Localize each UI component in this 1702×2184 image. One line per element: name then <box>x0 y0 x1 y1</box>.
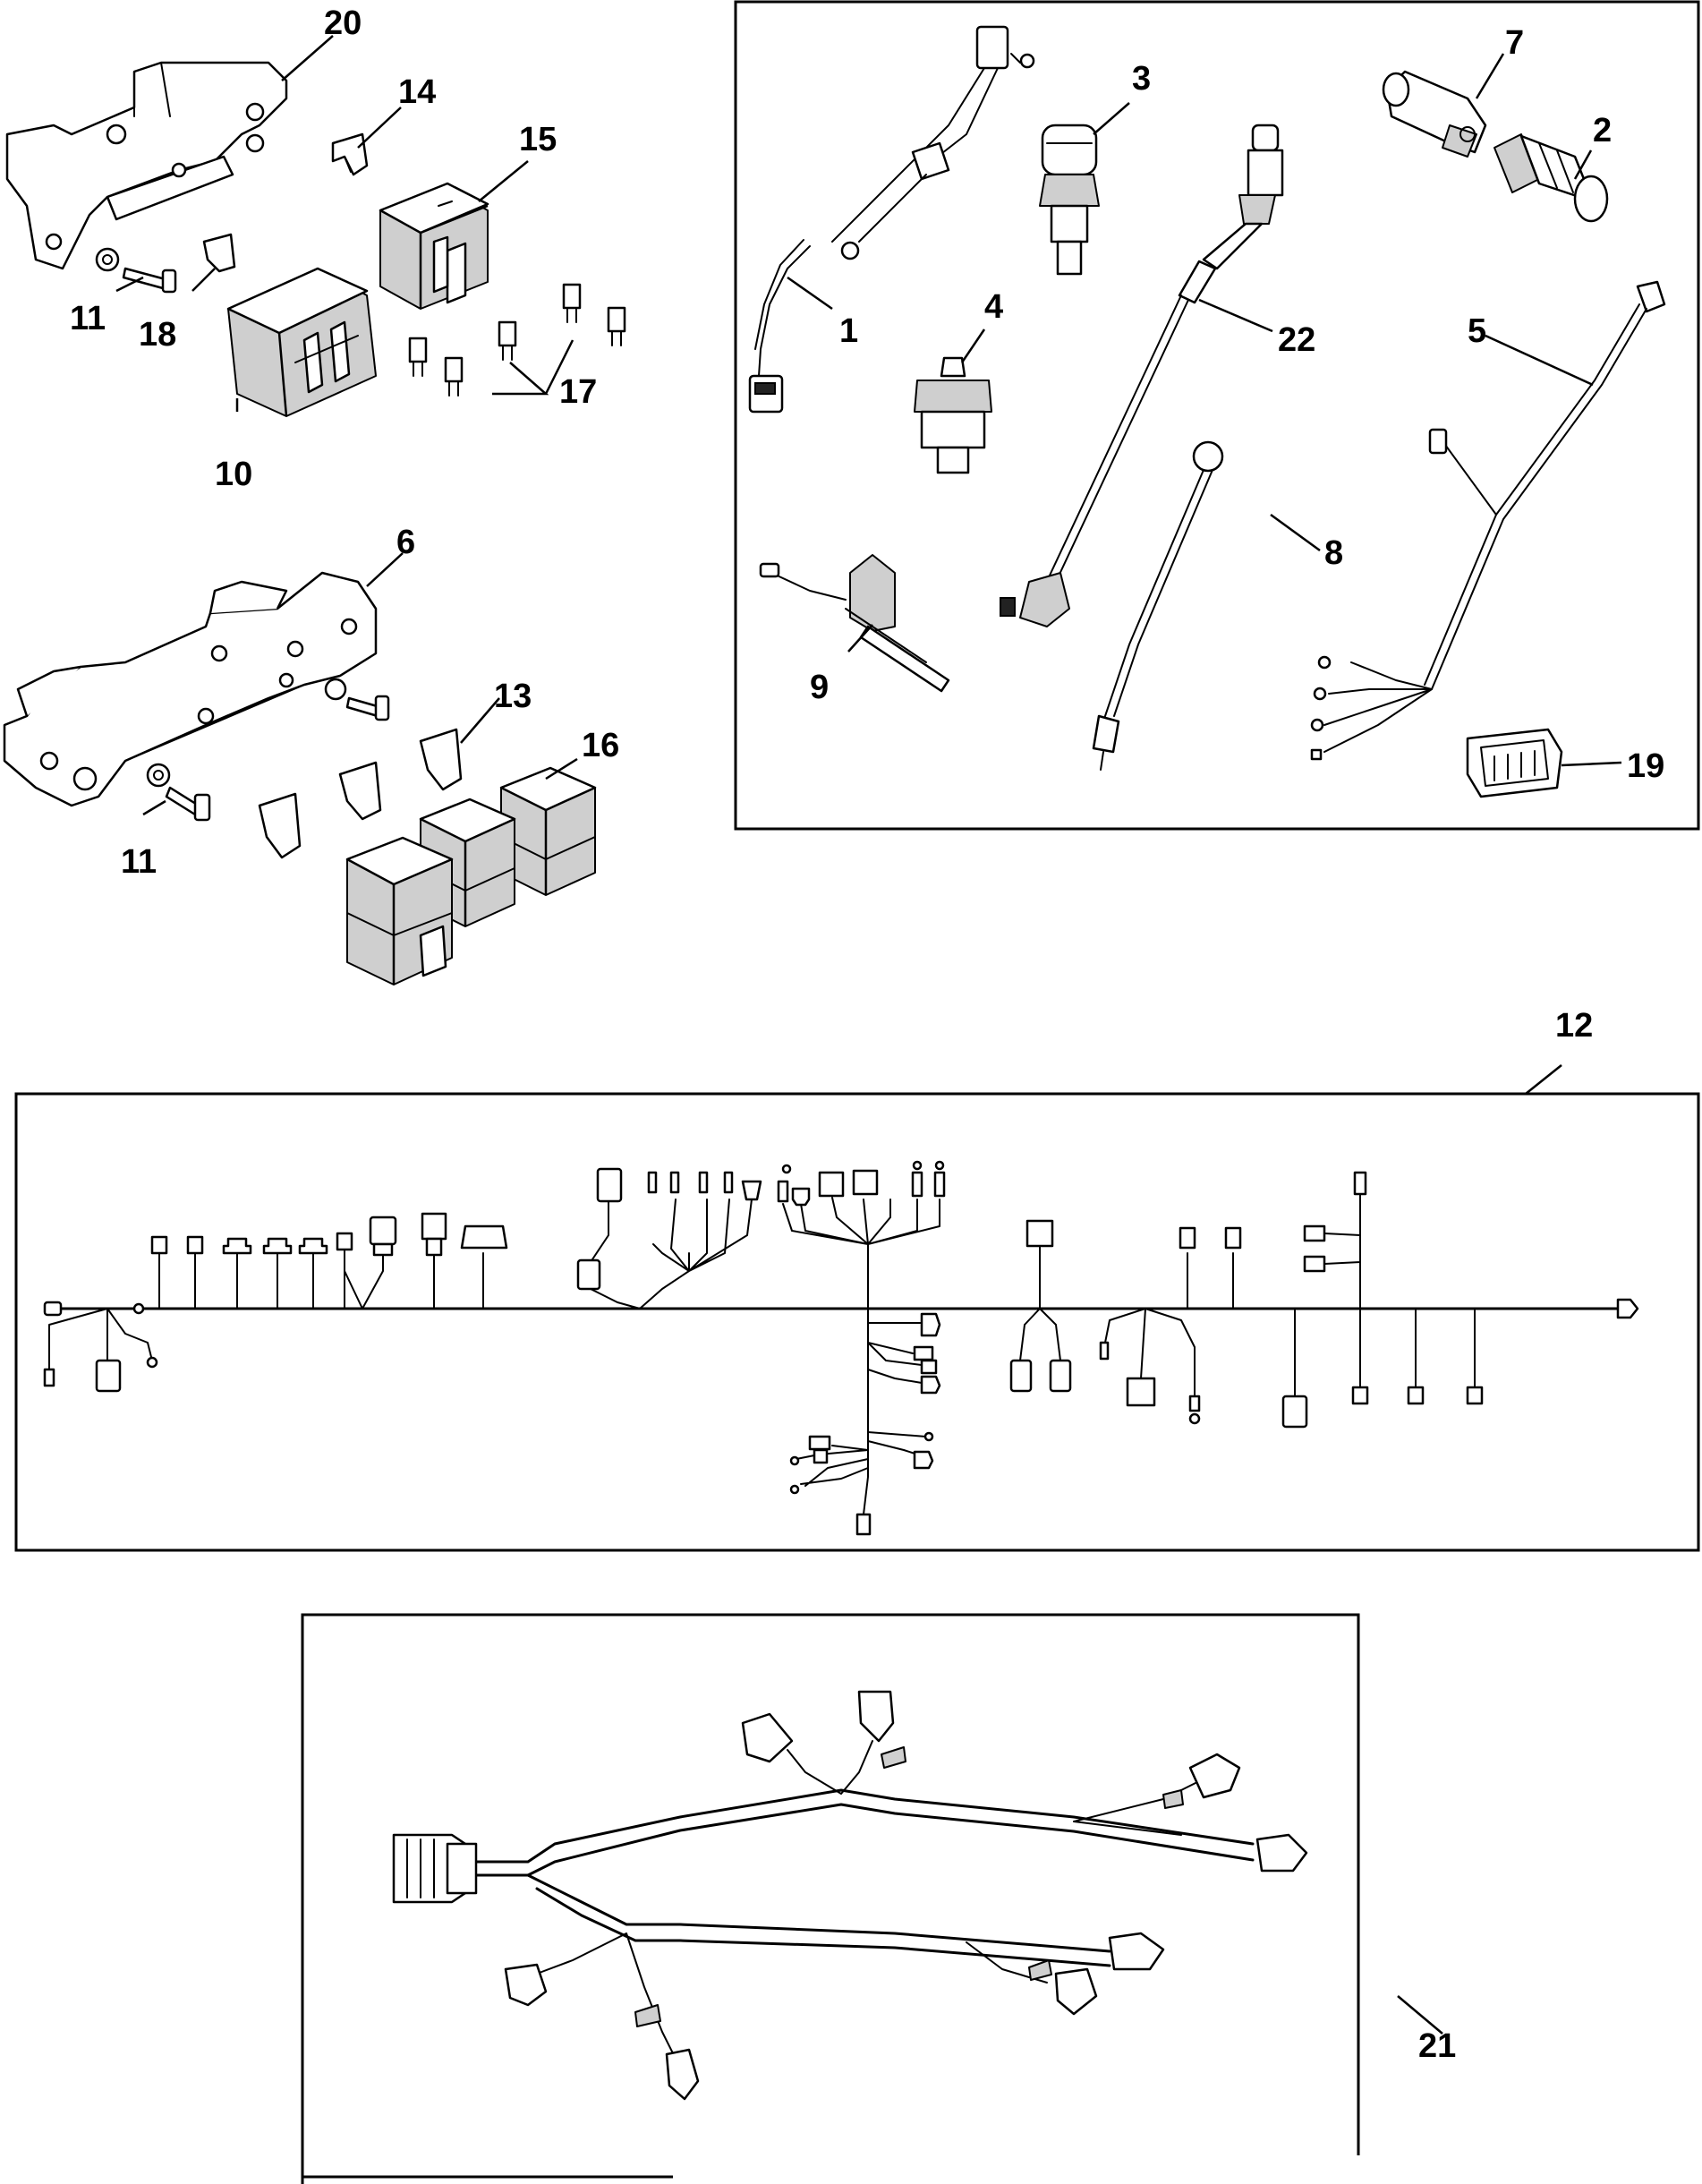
leader-lines <box>115 35 1622 2035</box>
knock-sensor-8 <box>1092 440 1224 771</box>
callout-17: 17 <box>559 373 597 411</box>
relay-retainer-clips-13 <box>258 728 463 859</box>
callout-20: 20 <box>324 4 362 42</box>
callout-5: 5 <box>1468 312 1486 350</box>
switch-4 <box>914 356 992 474</box>
connector-19 <box>1466 728 1563 798</box>
sensor-2 <box>1494 133 1609 223</box>
callout-19: 19 <box>1627 747 1664 785</box>
injector-connectors <box>504 1690 1308 2101</box>
relay-15 <box>379 182 489 310</box>
callout-18: 18 <box>139 316 176 354</box>
callout-15: 15 <box>519 121 557 158</box>
main-connector-21 <box>392 1833 478 1904</box>
injector-harness-frame <box>301 1613 1360 2184</box>
engine-harness-12 <box>43 1160 1639 1536</box>
callout-13: 13 <box>494 678 532 715</box>
callout-12: 12 <box>1555 1007 1593 1045</box>
pressure-sensor-3 <box>1039 124 1100 276</box>
washer-bolt-mid <box>324 678 390 721</box>
sensor-panel-frame <box>734 0 1700 831</box>
callout-21: 21 <box>1418 2027 1456 2065</box>
wiring-pigtail-1 <box>748 25 1035 414</box>
callout-10: 10 <box>215 456 252 493</box>
mini-fuses-17 <box>408 283 626 397</box>
callout-7: 7 <box>1505 24 1524 62</box>
sender-7 <box>1382 70 1487 158</box>
sub-harness-5 <box>1310 280 1666 761</box>
temp-sensor-9 <box>759 554 950 693</box>
injector-harness-21 <box>392 1690 1308 2101</box>
engine-harness-frame <box>14 1092 1700 1552</box>
relay-16-c <box>345 836 454 985</box>
washer-11-upper <box>95 247 120 272</box>
callout-16: 16 <box>582 727 619 764</box>
relays-16 <box>345 766 597 985</box>
washer-11-lower <box>146 763 171 788</box>
fuse-box-cover-10 <box>226 267 377 417</box>
callout-4: 4 <box>984 288 1003 326</box>
clip-18 <box>202 233 236 273</box>
callout-8: 8 <box>1324 534 1343 572</box>
callout-9: 9 <box>810 669 829 706</box>
callout-3: 3 <box>1132 60 1151 98</box>
callout-22: 22 <box>1278 321 1315 359</box>
relay-bracket-upper <box>5 61 288 270</box>
relay-16-a <box>499 766 597 896</box>
relay-bracket-lower <box>3 571 378 807</box>
callout-2: 2 <box>1593 112 1612 149</box>
bolt-11-upper <box>122 267 177 294</box>
callout-1: 1 <box>839 312 858 350</box>
callout-14: 14 <box>398 73 436 111</box>
oxygen-sensor-22 <box>1000 124 1284 627</box>
callout-6: 6 <box>396 524 415 561</box>
callout-11-upper: 11 <box>70 300 106 337</box>
bolt-11-lower <box>165 786 211 822</box>
clip-14 <box>331 132 369 176</box>
callout-11-lower: 11 <box>121 843 157 881</box>
